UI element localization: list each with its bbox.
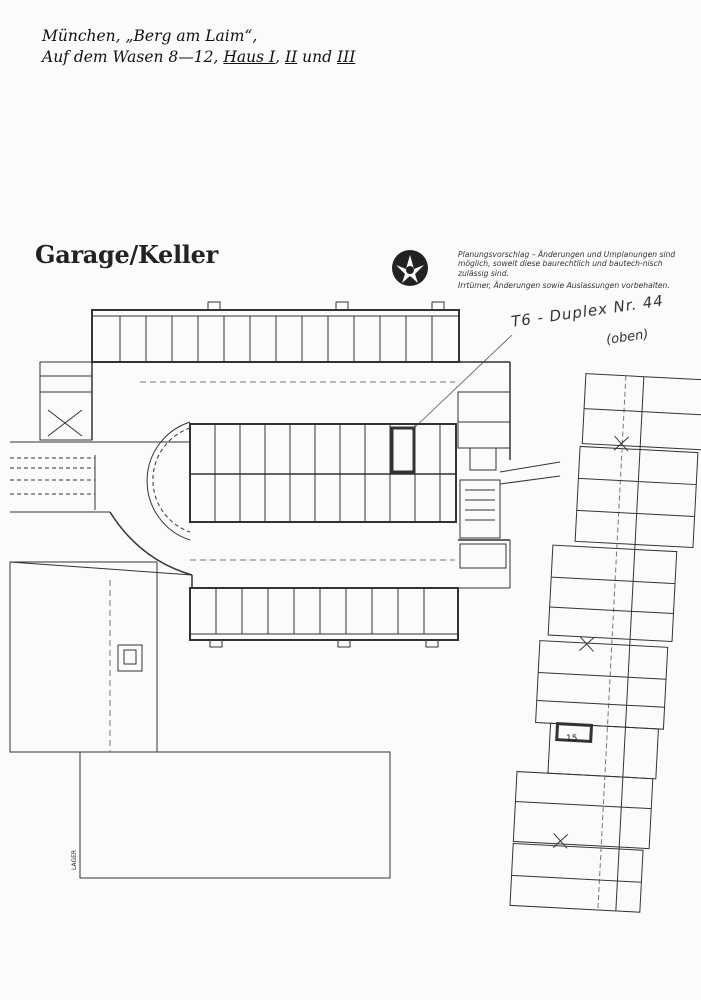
north-arrow-icon <box>392 250 428 286</box>
garage-center-block <box>189 423 457 523</box>
parking-number-label: 15 <box>566 734 577 744</box>
lower-left-building <box>9 561 391 879</box>
street-text: Auf dem Wasen 8—12, <box>42 48 224 66</box>
haus-iii-label: III <box>336 48 356 66</box>
separator: , <box>275 48 285 66</box>
haus-ii-label: II <box>284 48 298 66</box>
haus-i-label: Haus I <box>223 48 276 66</box>
disclaimer-note: Irrtümer, Änderungen sowie Auslassungen … <box>458 280 670 290</box>
residential-building <box>509 373 701 913</box>
planning-note: Planungsvorschlag – Änderungen und Umpla… <box>458 250 676 278</box>
plan-title: Garage/Keller <box>35 240 218 269</box>
address-line-1: München, „Berg am Laim“, <box>42 27 258 45</box>
garage-bottom-block <box>189 587 459 648</box>
annotation-leader-line <box>411 334 513 431</box>
highlighted-storage-room <box>555 722 594 743</box>
und-text: und <box>297 48 337 66</box>
garage-top-block <box>91 301 460 363</box>
address-line-2: Auf dem Wasen 8—12, Haus I, II und III <box>42 47 355 68</box>
highlighted-parking-space <box>390 426 416 474</box>
project-address-header: München, „Berg am Laim“, Auf dem Wasen 8… <box>42 26 355 68</box>
lager-label: LAGER <box>71 850 78 870</box>
planning-notes: Planungsvorschlag – Änderungen und Umpla… <box>458 250 678 293</box>
